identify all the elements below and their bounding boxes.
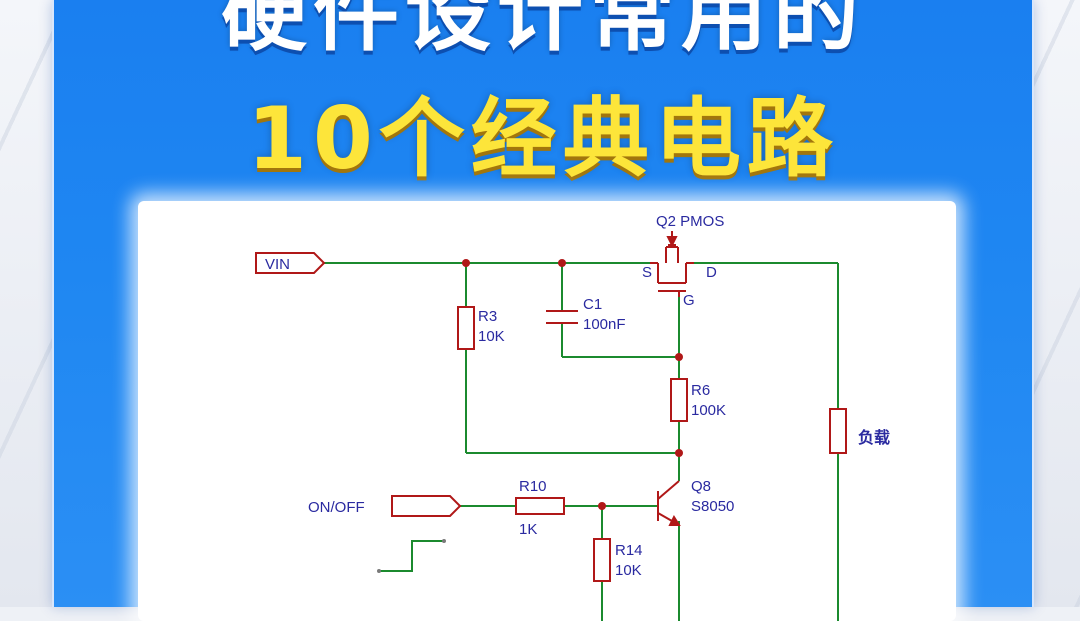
q2-s-label: S — [642, 264, 652, 281]
onoff-port — [391, 495, 462, 517]
q2-d-label: D — [706, 264, 717, 281]
vin-port — [255, 252, 326, 274]
q2-g-label: G — [683, 292, 695, 309]
r14-resistor — [593, 538, 611, 582]
r3-ref-label: R3 — [478, 308, 497, 325]
q8-npn-symbol — [657, 480, 681, 526]
load-label: 负载 — [858, 428, 890, 447]
junction-dots — [462, 259, 683, 510]
vin-label: VIN — [265, 256, 290, 273]
r6-ref-label: R6 — [691, 382, 710, 399]
r3-val-label: 10K — [478, 328, 505, 345]
r14-val-label: 10K — [615, 562, 642, 579]
r3-resistor — [457, 306, 475, 350]
r14-ref-label: R14 — [615, 542, 643, 559]
wires — [324, 262, 839, 621]
c1-capacitor — [546, 310, 578, 324]
q2-pmos-symbol — [650, 231, 694, 297]
r6-resistor — [670, 378, 688, 422]
schematic-panel: VIN ON/OFF Q2 PMOS S D G C1 100nF R3 10K… — [138, 201, 956, 621]
cover-card: 硬件设计常用的 10个经典电路 — [52, 0, 1034, 621]
q8-ref-label: Q8 — [691, 478, 711, 495]
r6-val-label: 100K — [691, 402, 726, 419]
q8-val-label: S8050 — [691, 498, 734, 515]
q2-label: Q2 PMOS — [656, 213, 724, 230]
circuit-schematic: VIN ON/OFF Q2 PMOS S D G C1 100nF R3 10K… — [255, 213, 890, 621]
r10-ref-label: R10 — [519, 478, 547, 495]
load-resistor — [829, 408, 847, 454]
title-line-2: 10个经典电路 — [247, 89, 839, 189]
c1-val-label: 100nF — [583, 316, 626, 333]
onoff-label: ON/OFF — [308, 499, 365, 516]
c1-ref-label: C1 — [583, 296, 602, 313]
r10-val-label: 1K — [519, 521, 537, 538]
title-line-1: 硬件设计常用的 — [221, 0, 865, 63]
r10-resistor — [515, 497, 565, 515]
